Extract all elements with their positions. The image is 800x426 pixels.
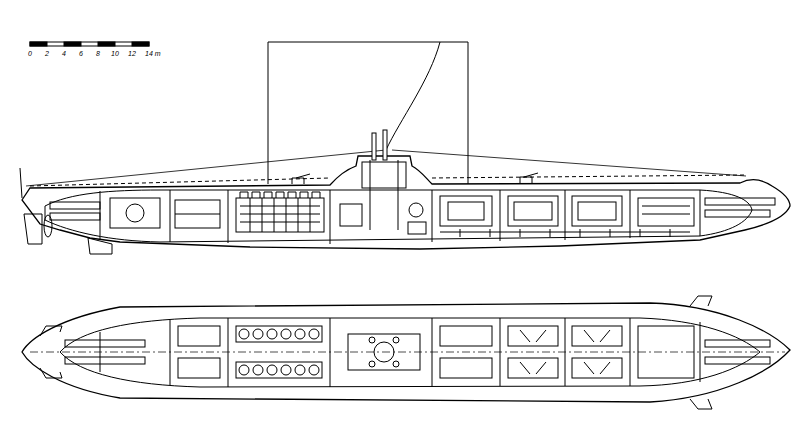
- plan-view: [22, 296, 790, 409]
- scale-bar: [30, 42, 149, 46]
- scale-number: 4: [62, 50, 66, 57]
- side-elevation: [20, 130, 790, 254]
- scale-number: 6: [79, 50, 83, 57]
- scale-number: 12: [128, 50, 136, 57]
- scale-number: 14 m: [145, 50, 161, 57]
- scale-number: 0: [28, 50, 32, 57]
- scale-number: 10: [111, 50, 119, 57]
- radio-masts: [26, 42, 746, 186]
- scale-number: 2: [45, 50, 49, 57]
- scale-number: 8: [96, 50, 100, 57]
